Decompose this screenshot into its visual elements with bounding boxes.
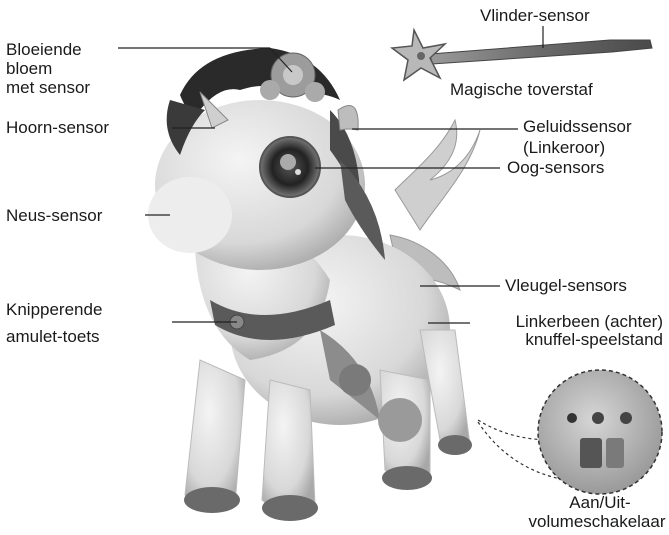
label-hoorn-sensor: Hoorn-sensor bbox=[6, 118, 109, 138]
switch-zoom-inset bbox=[478, 370, 662, 494]
label-bloeiende-bloem-line3: met sensor bbox=[6, 78, 90, 98]
label-vlinder-sensor: Vlinder-sensor bbox=[480, 6, 590, 26]
label-knipperende-line1: Knipperende bbox=[6, 300, 102, 320]
label-neus-sensor: Neus-sensor bbox=[6, 206, 102, 226]
label-vleugel-sensors: Vleugel-sensors bbox=[505, 276, 627, 296]
label-aan-uit-line1: Aan/Uit- bbox=[535, 493, 665, 513]
label-bloeiende-bloem-line1: Bloeiende bbox=[6, 40, 82, 60]
label-geluidssensor-line1: Geluidssensor bbox=[523, 117, 632, 137]
label-magische-toverstaf: Magische toverstaf bbox=[450, 80, 593, 100]
label-knipperende-line2: amulet-toets bbox=[6, 327, 100, 347]
label-oog-sensors: Oog-sensors bbox=[507, 158, 604, 178]
label-aan-uit-line2: volumeschakelaar bbox=[525, 512, 669, 532]
label-linkerbeen-line2: knuffel-speelstand bbox=[525, 330, 663, 350]
switch-knob-icon bbox=[580, 438, 602, 468]
label-linkerbeen-line1: Linkerbeen (achter) bbox=[516, 312, 663, 332]
magic-wand bbox=[392, 30, 652, 80]
label-bloeiende-bloem-line2: bloem bbox=[6, 59, 52, 79]
label-geluidssensor-line2: (Linkeroor) bbox=[523, 138, 605, 158]
